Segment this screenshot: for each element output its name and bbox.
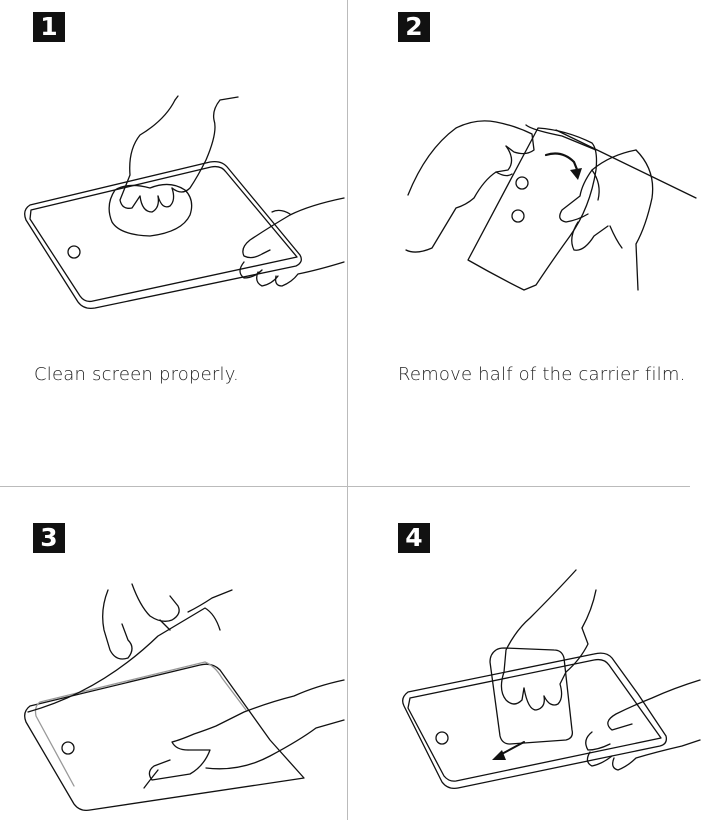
step-4-panel: 4 <box>356 410 712 820</box>
horizontal-divider <box>0 486 690 487</box>
step-2-number-badge: 2 <box>398 12 430 42</box>
step-1-caption: Clean screen properly. <box>34 364 239 385</box>
step-1-number-badge: 1 <box>33 12 65 42</box>
step-3-panel: 3 <box>0 410 356 820</box>
step-1-panel: 1 Clean screen properly. <box>0 0 356 410</box>
step-4-number-badge: 4 <box>398 523 430 553</box>
step-3-number-badge: 3 <box>33 523 65 553</box>
applying-protector-icon <box>0 410 356 820</box>
step-2-panel: 2 Remove half of the carrier film. <box>356 0 712 410</box>
squeegee-smoothing-icon <box>356 410 712 820</box>
step-2-caption: Remove half of the carrier film. <box>398 364 686 385</box>
peeling-film-icon <box>356 0 712 410</box>
vertical-divider <box>347 0 348 820</box>
wiping-hand-icon <box>0 0 356 410</box>
